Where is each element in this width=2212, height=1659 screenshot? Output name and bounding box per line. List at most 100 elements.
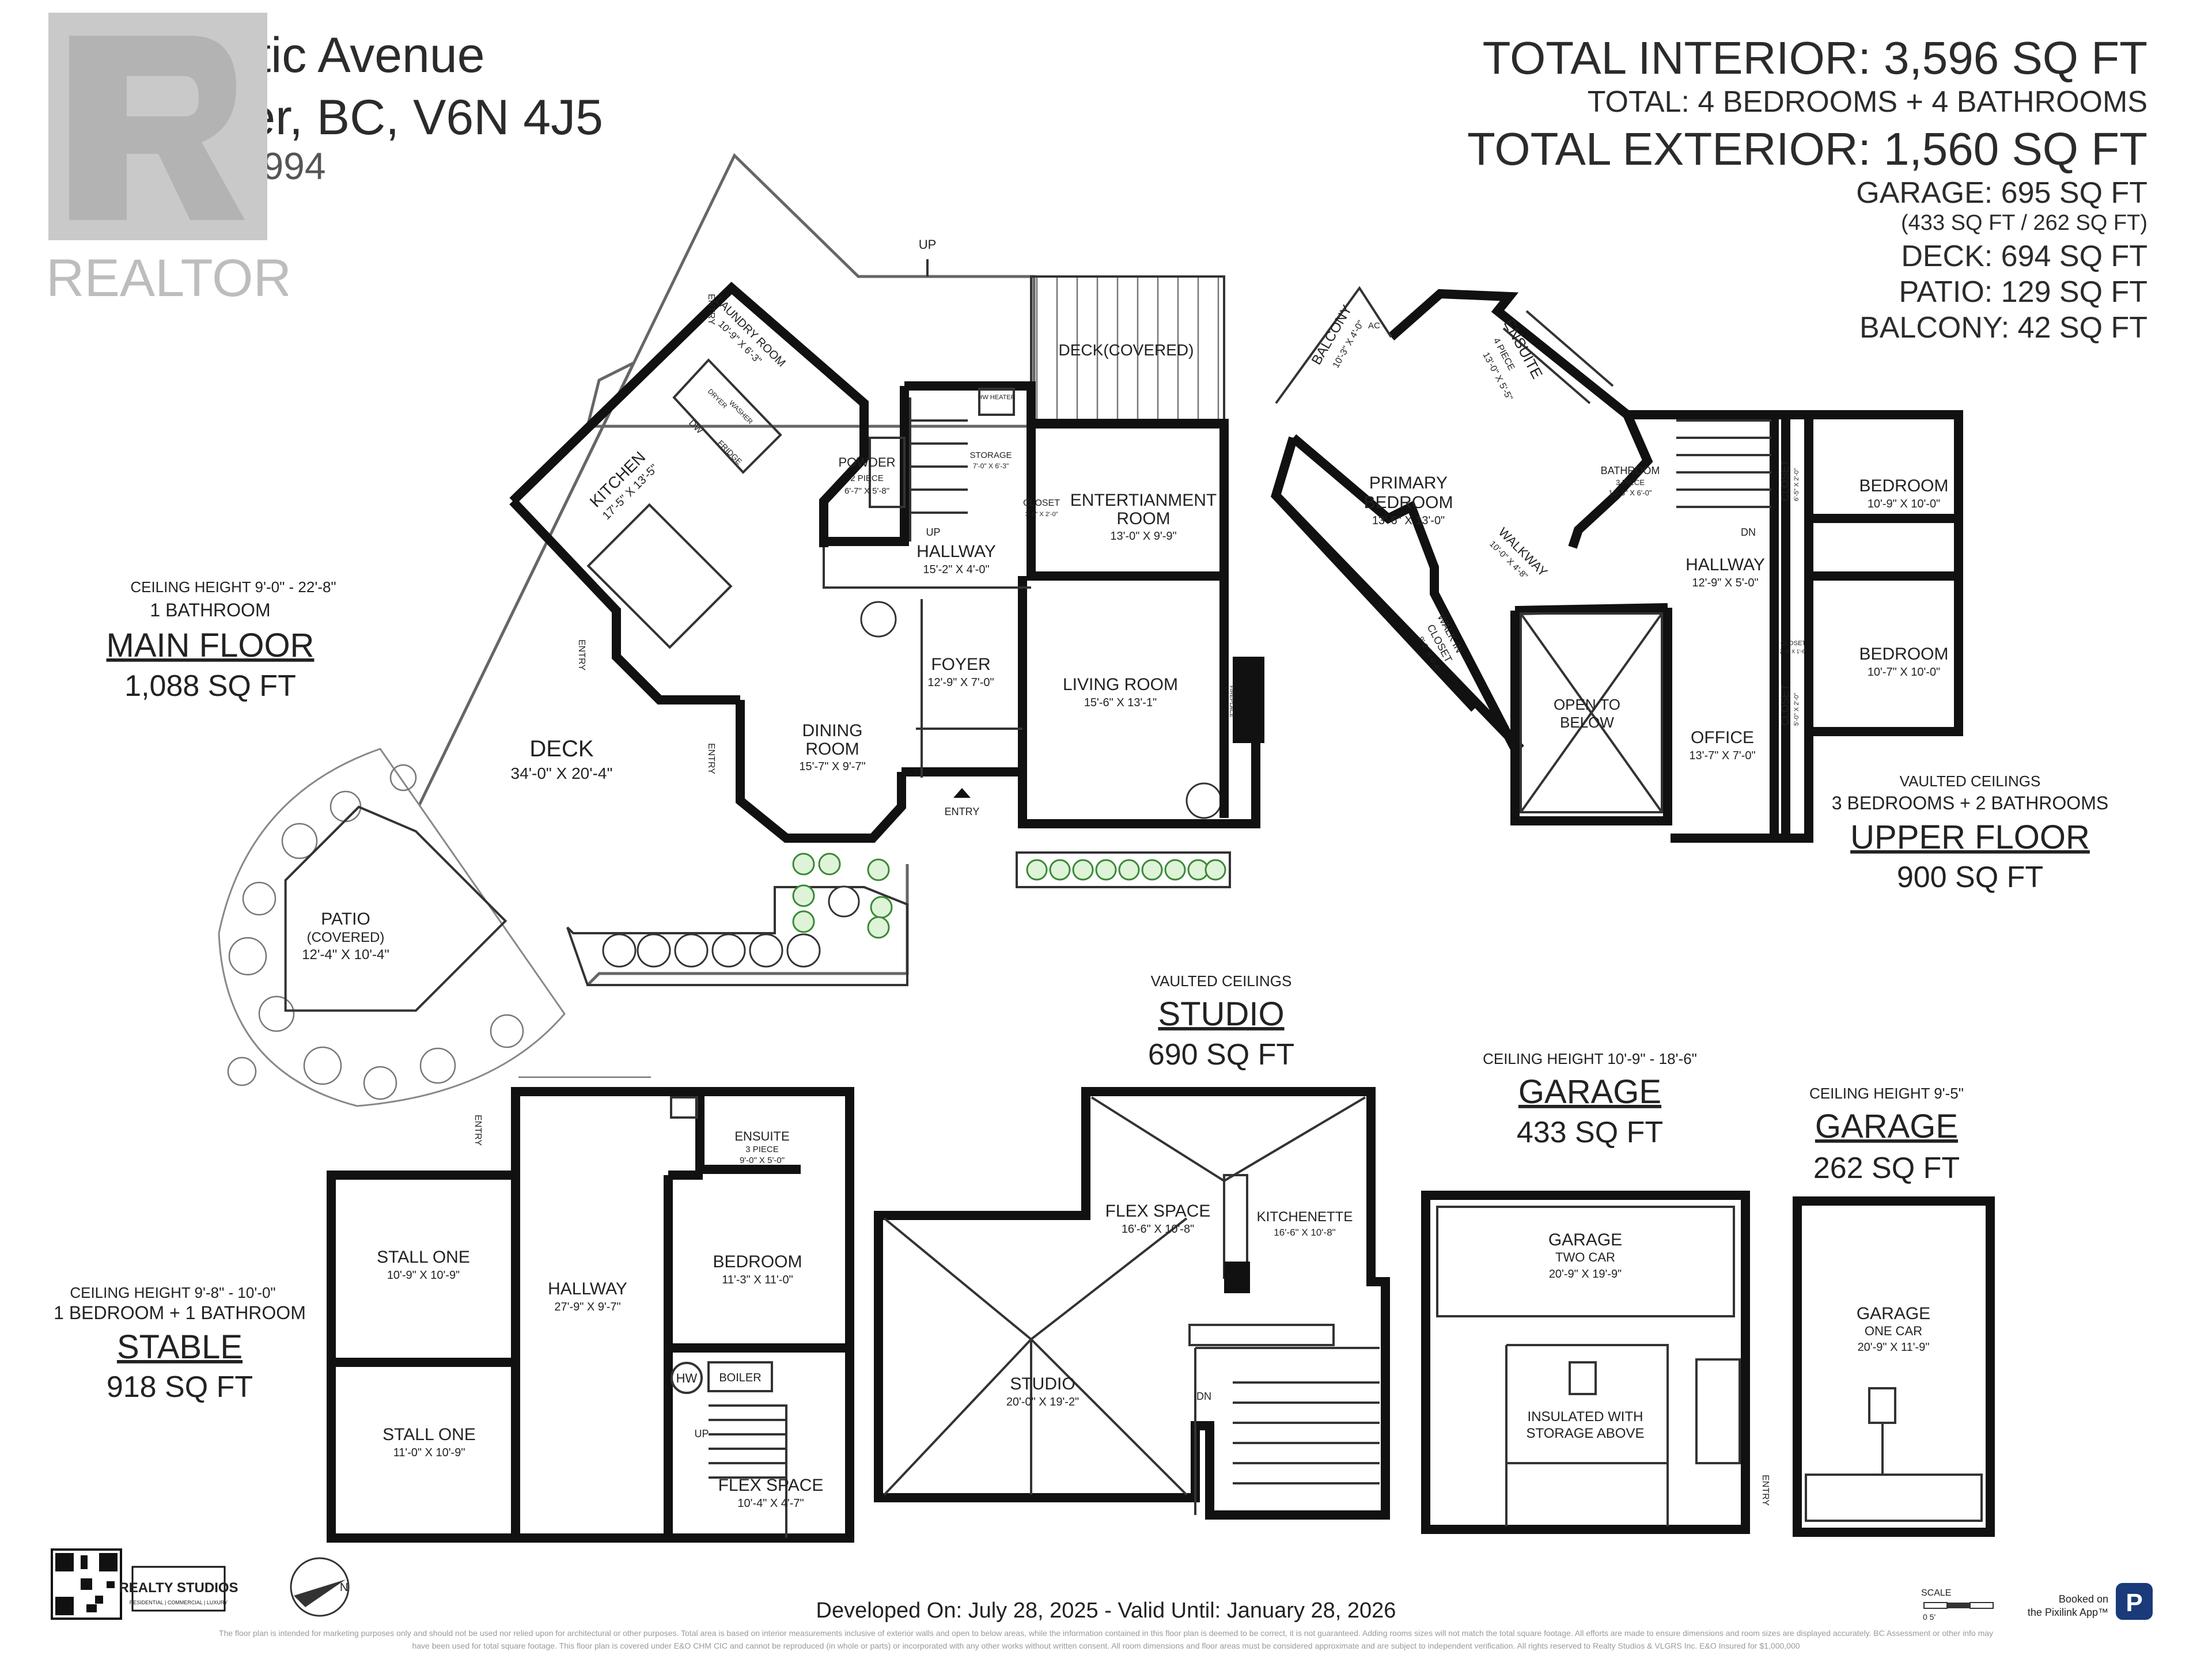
studio-area: 690 SQ FT	[1148, 1038, 1294, 1071]
realtor-logo-text: REALTOR®	[46, 249, 288, 301]
kitchen-south-wall	[509, 498, 740, 704]
dining-label-2: ROOM	[805, 740, 859, 759]
office-dims: 13'-7" X 7'-0"	[1689, 749, 1755, 762]
realty-logo-sub: RESIDENTIAL | COMMERCIAL | LUXURY	[130, 1600, 228, 1605]
main-deck-outline	[402, 153, 1036, 839]
studio-title: STUDIO	[1158, 995, 1284, 1033]
storage-label: STORAGE	[969, 450, 1012, 460]
deck-main-label: DECK	[529, 736, 593, 762]
compass-n: N	[340, 1581, 348, 1594]
kitchen-island	[586, 503, 733, 649]
total-deck: DECK: 694 SQ FT	[1901, 240, 2147, 273]
bedroom-up1-label: BEDROOM	[1859, 476, 1948, 495]
developed-date: Developed On: July 28, 2025 - Valid Unti…	[816, 1599, 1396, 1623]
main-deck-edge	[586, 864, 909, 986]
open-below-2: BELOW	[1560, 714, 1614, 731]
deck-up-label: UP	[919, 237, 937, 252]
garage-two-label: GARAGE	[1548, 1230, 1622, 1249]
main-title: MAIN FLOOR	[107, 627, 315, 664]
scale-ticks: 0 5'	[1923, 1612, 1936, 1622]
studio-stairs	[1194, 1347, 1380, 1515]
open-to-below-x	[1520, 612, 1663, 813]
stable-hall-dims: 27'-9" X 9'-7"	[554, 1301, 620, 1313]
ensuite-stable-dims: 9'-0" X 5'-0"	[740, 1156, 785, 1165]
covered-deck-slats	[1036, 276, 1219, 426]
primary-label-1: PRIMARY	[1369, 474, 1448, 493]
foyer-label: FOYER	[931, 655, 990, 674]
realty-logo-text: REALTY STUDIOS	[119, 1580, 238, 1596]
total-interior: TOTAL INTERIOR: 3,596 SQ FT	[1482, 32, 2147, 84]
stall2-label: STALL ONE	[382, 1425, 476, 1444]
hallway-up-label: UP	[926, 527, 940, 538]
closet-main-label: CLOSET	[1023, 498, 1060, 508]
garage-two-vent	[1569, 1361, 1597, 1395]
entry-garage-one: ENTRY	[1760, 1475, 1770, 1506]
booked-on: Booked on	[2059, 1593, 2108, 1605]
office-label: OFFICE	[1691, 728, 1754, 747]
primary-west	[1270, 436, 1524, 752]
open-below-1: OPEN TO	[1554, 696, 1620, 713]
garage1-title: GARAGE	[1518, 1073, 1661, 1111]
deck-main-dims: 34'-0" X 20'-4"	[511, 764, 613, 782]
bathroom-up-label: BATHROOM	[1601, 465, 1660, 476]
closet-up3-label: CLOSET	[1781, 640, 1806, 647]
bedroom-up1-dims: 10'-9" X 10'-0"	[1868, 498, 1940, 510]
dryer-label: DRYER	[706, 387, 729, 410]
total-rooms: TOTAL: 4 BEDROOMS + 4 BATHROOMS	[1587, 85, 2147, 119]
main-note: 1 BATHROOM	[150, 600, 270, 620]
hallway-main-label: HALLWAY	[916, 542, 996, 561]
entry-kitchen: ENTRY	[577, 639, 586, 671]
hw-tank	[671, 1362, 703, 1394]
stable-plan: STALL ONE 10'-9" X 10'-9" STALL ONE 11'-…	[327, 1076, 854, 1543]
studio-dims: 20'-0" X 19'-2"	[1006, 1396, 1079, 1408]
upper-note: 3 BEDROOMS + 2 BATHROOMS	[1832, 793, 2108, 813]
garage-one-sub: ONE CAR	[1865, 1324, 1922, 1338]
entertainment-label-1: ENTERTIANMENT	[1070, 491, 1217, 510]
stable-ensuite	[695, 1092, 801, 1174]
upper-floor-plan: BALCONY 10'-3" X 4'-0" AC ENSUITE 4 PIEC…	[1270, 286, 1963, 843]
entertainment-walls	[1031, 419, 1229, 576]
scale-label: SCALE	[1921, 1588, 1951, 1598]
garage2-area: 262 SQ FT	[1813, 1152, 1960, 1185]
bathroom-up-dims: 10'-3" X 6'-0"	[1609, 488, 1652, 497]
pixilink-logo-letter: P	[2126, 1589, 2142, 1617]
hallway-main-dims: 15'-2" X 4'-0"	[923, 563, 989, 576]
upper-dn: DN	[1741, 527, 1756, 538]
stable-hallway	[511, 1087, 854, 1543]
total-garage: GARAGE: 695 SQ FT	[1856, 176, 2147, 210]
stable-stairs	[709, 1404, 787, 1538]
stable-title: STABLE	[117, 1328, 243, 1366]
studio-shelf	[1188, 1324, 1335, 1346]
stable-up: UP	[694, 1428, 709, 1440]
garage1-ceiling: CEILING HEIGHT 10'-9" - 18'-6"	[1483, 1050, 1697, 1067]
foyer-dims: 12'-9" X 7'-0"	[927, 676, 994, 689]
dining-bay	[736, 700, 906, 843]
studio-label: STUDIO	[1010, 1374, 1075, 1393]
qr-code	[51, 1548, 122, 1620]
stable-hall-label: HALLWAY	[548, 1279, 627, 1298]
stable-note: 1 BEDROOM + 1 BATHROOM	[54, 1302, 306, 1323]
garage-two-shelf	[1695, 1358, 1741, 1464]
bedroom-stable-label: BEDROOM	[713, 1252, 802, 1271]
kitchenette-counter	[1223, 1174, 1248, 1268]
entry-arrow-icon	[953, 788, 971, 798]
patio-label: PATIO	[321, 910, 370, 929]
powder-label: POWDER	[839, 455, 896, 469]
living-dims: 15'-6" X 13'-1"	[1084, 696, 1157, 709]
kitchenette-label: KITCHENETTE	[1257, 1209, 1353, 1225]
garage-one-bench	[1805, 1474, 1983, 1522]
boiler-box	[707, 1361, 773, 1392]
hallway-up-label2: HALLWAY	[1685, 555, 1765, 574]
realty-studios-logo: REALTY STUDIOS RESIDENTIAL | COMMERCIAL …	[119, 1566, 238, 1612]
ensuite-sink	[670, 1096, 698, 1119]
stall1-dims: 10'-9" X 10'-9"	[387, 1269, 460, 1282]
main-stairs	[909, 397, 968, 541]
storage-dims: 7'-0" X 6'-3"	[973, 462, 1009, 470]
pixilink-logo: P	[2116, 1583, 2153, 1620]
primary-dims: 13'-6" X 13'-0"	[1372, 514, 1445, 527]
bathroom-up-sub: 3 PIECE	[1616, 478, 1645, 487]
stable-area: 918 SQ FT	[107, 1370, 253, 1404]
bedroom-up2-label: BEDROOM	[1859, 645, 1948, 664]
powder-sub: 2 PIECE	[850, 474, 884, 483]
patio-stone-area	[218, 748, 566, 1107]
